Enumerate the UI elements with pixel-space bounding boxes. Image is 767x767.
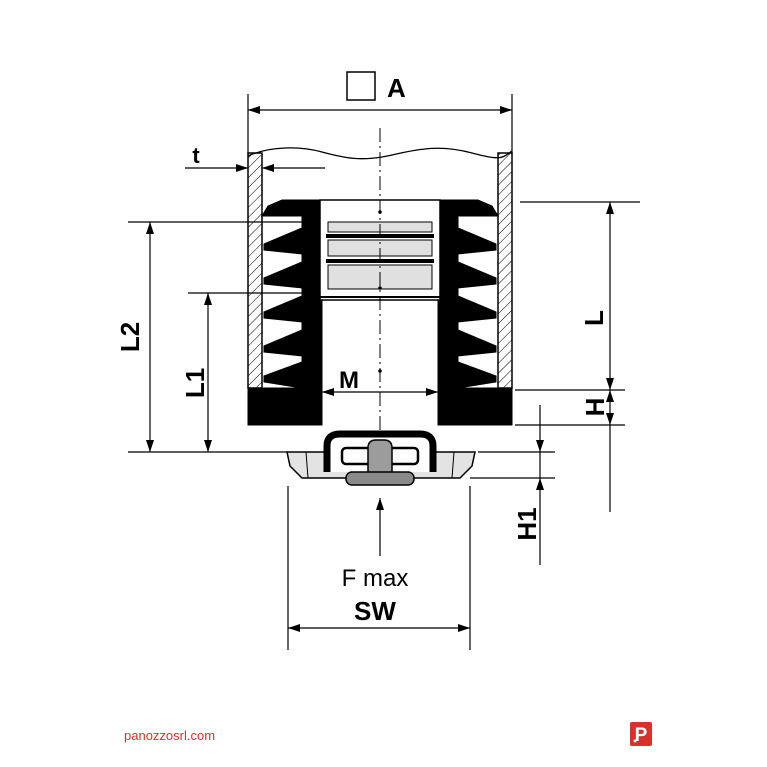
dimension-l1: L1 bbox=[180, 292, 318, 452]
fin-left-5 bbox=[263, 361, 303, 389]
label-m: M bbox=[339, 367, 359, 394]
label-l: L bbox=[579, 310, 609, 326]
dimension-l-h: L H bbox=[515, 201, 640, 512]
foot-disc bbox=[345, 471, 415, 486]
foot bbox=[286, 430, 476, 486]
center-dot-2 bbox=[378, 286, 382, 290]
foot-stem bbox=[367, 439, 393, 479]
fin-left-3 bbox=[263, 295, 303, 323]
dimension-m: M bbox=[322, 367, 438, 396]
tube-wall-right bbox=[497, 152, 513, 389]
panozzo-logo-icon: P bbox=[630, 722, 652, 746]
label-sw: SW bbox=[354, 596, 396, 626]
label-t: t bbox=[192, 143, 200, 168]
label-l1: L1 bbox=[180, 368, 210, 398]
insert-body bbox=[247, 199, 513, 426]
dimension-l2: L2 bbox=[115, 221, 318, 453]
fin-left-2 bbox=[263, 261, 303, 289]
tube bbox=[247, 147, 513, 389]
center-dot-3 bbox=[378, 369, 382, 373]
tube-wall-left bbox=[247, 152, 263, 389]
center-dot-1 bbox=[378, 210, 382, 214]
logo-dot bbox=[633, 739, 637, 743]
fin-left-4 bbox=[263, 329, 303, 357]
dimension-h1: H1 bbox=[470, 405, 555, 565]
dimension-a bbox=[247, 94, 513, 154]
base-left bbox=[247, 387, 323, 426]
website-text: panozzosrl.com bbox=[124, 728, 215, 743]
fin-right-3 bbox=[457, 295, 497, 323]
dimension-sw: F max SW bbox=[287, 486, 471, 650]
fin-right-5 bbox=[457, 361, 497, 389]
logo-letter: P bbox=[635, 725, 648, 746]
fin-right-4 bbox=[457, 329, 497, 357]
fin-left-1 bbox=[263, 227, 303, 255]
section-square-icon bbox=[346, 71, 376, 101]
label-f-max: F max bbox=[342, 565, 409, 592]
fin-right-1 bbox=[457, 227, 497, 255]
hex-facet-right bbox=[451, 451, 455, 479]
label-l2: L2 bbox=[115, 322, 145, 352]
tube-break-line bbox=[247, 147, 513, 160]
base-right bbox=[437, 387, 513, 426]
dimension-t: t bbox=[185, 143, 325, 172]
hex-facet-left bbox=[305, 451, 309, 479]
label-h: H bbox=[580, 398, 610, 417]
label-a: A bbox=[387, 73, 406, 103]
fin-right-2 bbox=[457, 261, 497, 289]
label-h1: H1 bbox=[512, 507, 542, 540]
